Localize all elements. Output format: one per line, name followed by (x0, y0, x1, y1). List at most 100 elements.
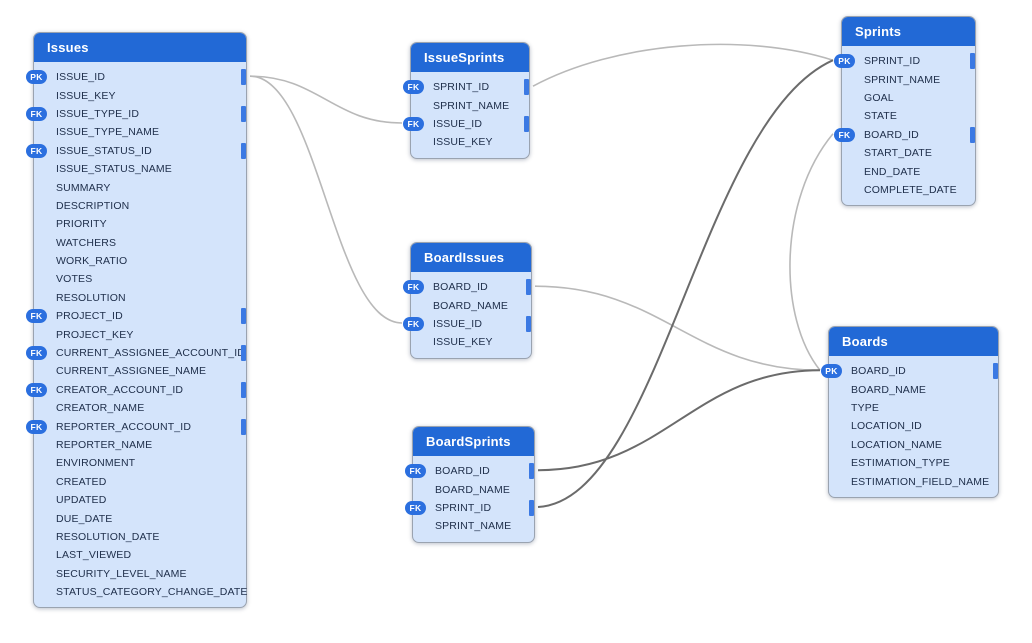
table-body: PK SPRINT_ID SPRINT_NAME GOAL STATE FK BOARD_I… (834, 46, 975, 205)
table-header[interactable]: BoardSprints (413, 427, 534, 456)
connection-port (529, 463, 534, 480)
field-label: CREATOR_ACCOUNT_ID (56, 383, 184, 396)
field-label: TYPE (851, 401, 880, 414)
table-header[interactable]: Issues (34, 33, 246, 62)
field-label: ESTIMATION_FIELD_NAME (851, 475, 990, 488)
connection-port (529, 499, 534, 516)
pk-badge: PK (834, 54, 855, 69)
field-row-estimation_type: ESTIMATION_TYPE (829, 454, 998, 472)
relationship-edge[interactable] (537, 369, 821, 472)
fk-badge: FK (834, 127, 855, 142)
connection-port (241, 105, 246, 122)
field-label: ENVIRONMENT (56, 457, 136, 470)
relationship-edge[interactable] (249, 75, 403, 324)
field-row-sprint_id: FK SPRINT_ID (405, 499, 534, 517)
field-label: REPORTER_NAME (56, 439, 153, 451)
field-row-state: STATE (842, 107, 975, 125)
field-row-project_key: PROJECT_KEY (34, 325, 246, 343)
field-label: PRIORITY (56, 218, 107, 231)
fk-badge: FK (405, 500, 426, 515)
table-title: BoardSprints (426, 434, 511, 449)
fk-badge: FK (26, 419, 47, 434)
connection-port (970, 53, 975, 70)
field-row-created: CREATED (34, 473, 246, 491)
relationship-edge[interactable] (534, 285, 821, 371)
table-header[interactable]: BoardIssues (411, 243, 531, 272)
table-title: IssueSprints (424, 50, 505, 65)
field-row-complete_date: COMPLETE_DATE (842, 181, 975, 199)
fk-badge: FK (403, 116, 424, 131)
field-label: SPRINT_ID (864, 55, 921, 68)
field-row-estimation_field_name: ESTIMATION_FIELD_NAME (829, 472, 998, 490)
field-label: ISSUE_KEY (433, 336, 493, 349)
field-label: ISSUE_STATUS_ID (56, 144, 152, 157)
fk-badge: FK (26, 143, 47, 158)
table-header[interactable]: IssueSprints (411, 43, 529, 72)
relationship-edge[interactable] (537, 59, 834, 508)
field-row-sprint_name: SPRINT_NAME (413, 517, 534, 535)
field-label: PROJECT_ID (56, 310, 123, 323)
field-label: BOARD_ID (864, 128, 919, 141)
field-row-board_name: BOARD_NAME (413, 480, 534, 498)
field-row-due_date: DUE_DATE (34, 509, 246, 527)
field-label: SUMMARY (56, 181, 111, 194)
connection-port (524, 115, 529, 132)
field-label: ISSUE_ID (433, 117, 483, 130)
fk-badge: FK (403, 316, 424, 331)
field-row-board_name: BOARD_NAME (411, 296, 531, 314)
field-row-start_date: START_DATE (842, 144, 975, 162)
field-label: CREATED (56, 475, 107, 488)
field-label: SPRINT_ID (435, 501, 492, 514)
field-row-description: DESCRIPTION (34, 197, 246, 215)
relationship-edge[interactable] (532, 43, 834, 87)
field-label: WORK_RATIO (56, 255, 128, 268)
field-row-board_name: BOARD_NAME (829, 380, 998, 398)
field-label: BOARD_ID (433, 281, 488, 294)
connection-port (241, 418, 246, 435)
field-row-votes: VOTES (34, 270, 246, 288)
field-row-board_id: FK BOARD_ID (834, 126, 975, 144)
field-label: CURRENT_ASSIGNEE_ACCOUNT_ID (56, 347, 245, 360)
connection-port (241, 381, 246, 398)
field-label: SPRINT_NAME (433, 99, 510, 112)
field-label: GOAL (864, 91, 894, 104)
field-label: ISSUE_ID (56, 71, 106, 84)
field-row-security_level_name: SECURITY_LEVEL_NAME (34, 565, 246, 583)
field-row-sprint_id: PK SPRINT_ID (834, 52, 975, 70)
field-row-location_name: LOCATION_NAME (829, 436, 998, 454)
table-header[interactable]: Boards (829, 327, 998, 356)
field-row-issue_id: PK ISSUE_ID (26, 68, 246, 86)
field-label: START_DATE (864, 147, 933, 160)
field-label: ISSUE_ID (433, 317, 483, 330)
field-label: RESOLUTION_DATE (56, 530, 160, 543)
field-label: BOARD_ID (851, 365, 906, 378)
field-label: ISSUE_STATUS_NAME (56, 163, 172, 176)
field-label: ISSUE_KEY (56, 89, 116, 102)
field-row-environment: ENVIRONMENT (34, 454, 246, 472)
field-row-issue_status_name: ISSUE_STATUS_NAME (34, 160, 246, 178)
connection-port (241, 69, 246, 86)
relationship-edge[interactable] (249, 75, 403, 124)
connection-port (241, 308, 246, 325)
field-row-current_assignee_name: CURRENT_ASSIGNEE_NAME (34, 362, 246, 380)
pk-badge: PK (26, 70, 47, 85)
table-header[interactable]: Sprints (842, 17, 975, 46)
connection-port (241, 345, 246, 362)
field-label: SPRINT_NAME (864, 73, 941, 86)
field-row-sprint_name: SPRINT_NAME (411, 96, 529, 114)
relationship-edge[interactable] (789, 133, 834, 371)
